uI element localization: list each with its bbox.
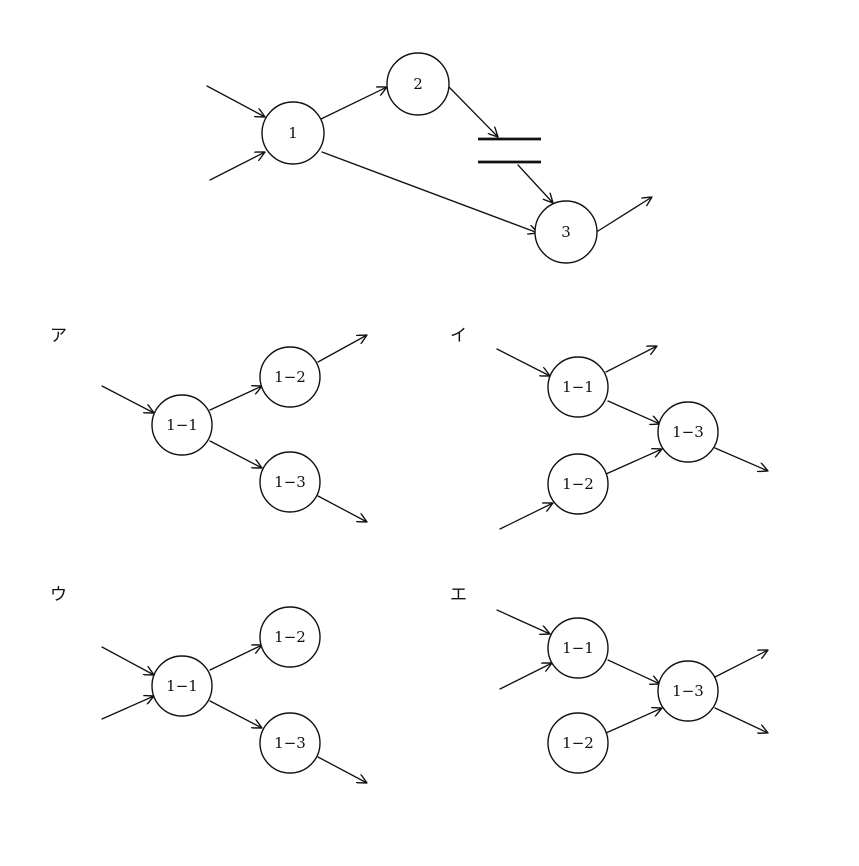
main-diagram: 1 2 3 xyxy=(206,52,652,264)
process-node-1-3: 1−3 xyxy=(259,451,321,513)
edge-1-1-to-1-3 xyxy=(209,700,262,728)
process-node-1: 1 xyxy=(261,101,325,165)
node-label: 1−1 xyxy=(166,677,198,695)
edge-input-to-1-1-lower xyxy=(499,663,552,690)
edge-2-to-store xyxy=(448,86,498,137)
process-node-1-2: 1−2 xyxy=(259,346,321,408)
edge-3-to-output xyxy=(597,197,652,232)
edge-1-1-to-1-3 xyxy=(209,440,262,468)
edge-input-to-1-upper xyxy=(206,85,265,117)
process-node-2: 2 xyxy=(386,52,450,116)
node-label: 1−3 xyxy=(274,734,306,752)
node-label: 1−1 xyxy=(166,416,198,434)
process-node-1-2: 1−2 xyxy=(259,606,321,668)
node-label: 1−2 xyxy=(274,628,306,646)
option-label: ウ xyxy=(50,585,67,605)
node-label: 1−1 xyxy=(562,378,594,396)
node-label: 1−1 xyxy=(562,639,594,657)
edge-store-to-3 xyxy=(517,164,553,203)
edge-1-2-to-output xyxy=(317,335,367,363)
edge-1-2-to-1-3 xyxy=(605,449,662,475)
option-a-diagram: ア 1−1 1−2 1−3 xyxy=(50,326,367,522)
node-label: 1−2 xyxy=(274,368,306,386)
edge-1-3-to-output-upper xyxy=(714,650,768,678)
edge-1-1-to-output xyxy=(605,346,657,373)
edge-1-1-to-1-3 xyxy=(607,659,660,684)
process-node-3: 3 xyxy=(534,200,598,264)
edge-1-2-to-1-3 xyxy=(605,708,662,734)
process-node-1-2: 1−2 xyxy=(547,453,609,515)
option-label: ア xyxy=(50,326,67,346)
data-store-symbol xyxy=(478,137,541,164)
edge-input-to-1-1 xyxy=(496,348,550,376)
node-label: 1−3 xyxy=(274,473,306,491)
edge-input-to-1-lower xyxy=(209,152,265,181)
option-e-diagram: エ 1−1 1−2 1−3 xyxy=(450,585,768,774)
edge-input-to-1-2 xyxy=(499,503,553,530)
node-label: 1 xyxy=(288,124,298,142)
edge-1-3-to-output xyxy=(317,756,367,783)
edge-1-to-3 xyxy=(321,151,538,233)
node-label: 1−3 xyxy=(672,682,704,700)
edge-input-to-1-1-upper xyxy=(101,646,154,675)
edge-input-to-1-1-lower xyxy=(101,696,154,720)
process-node-1-2: 1−2 xyxy=(547,712,609,774)
process-node-1-3: 1−3 xyxy=(657,660,719,722)
node-label: 2 xyxy=(413,75,423,93)
process-node-1-1: 1−1 xyxy=(151,394,213,456)
option-u-diagram: ウ 1−1 1−2 1−3 xyxy=(50,585,367,783)
node-label: 3 xyxy=(561,223,571,241)
node-label: 1−3 xyxy=(672,423,704,441)
option-label: エ xyxy=(450,585,467,605)
process-node-1-3: 1−3 xyxy=(259,712,321,774)
edge-input-to-1-1-upper xyxy=(496,609,550,634)
edge-1-3-to-output xyxy=(317,495,367,522)
edge-input-to-1-1 xyxy=(101,385,154,413)
node-label: 1−2 xyxy=(562,734,594,752)
edge-1-1-to-1-2 xyxy=(209,645,262,671)
edge-1-1-to-1-3 xyxy=(607,400,660,424)
edge-1-to-2 xyxy=(320,87,387,120)
edge-1-3-to-output-lower xyxy=(714,707,768,733)
node-label: 1−2 xyxy=(562,475,594,493)
option-label: イ xyxy=(450,326,467,346)
process-node-1-3: 1−3 xyxy=(657,401,719,463)
edge-1-3-to-output xyxy=(714,447,768,471)
option-i-diagram: イ 1−1 1−2 1−3 xyxy=(450,326,768,530)
edge-1-1-to-1-2 xyxy=(209,386,262,411)
process-node-1-1: 1−1 xyxy=(547,356,609,418)
process-node-1-1: 1−1 xyxy=(151,655,213,717)
process-node-1-1: 1−1 xyxy=(547,617,609,679)
